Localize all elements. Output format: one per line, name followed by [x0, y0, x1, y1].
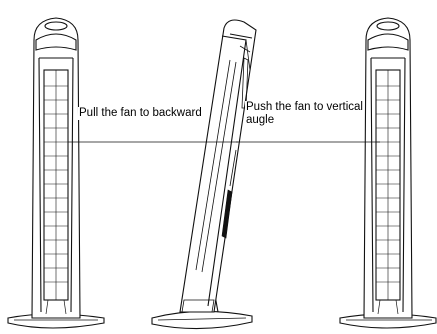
label-push-vertical-line1: Push the fan to vertical: [246, 101, 363, 113]
middle-tower-fan-tilted: [152, 20, 256, 329]
label-pull-backward: Pull the fan to backward: [78, 107, 203, 120]
left-tower-fan: [8, 18, 104, 328]
label-push-vertical: Push the fan to vertical augle: [245, 101, 364, 127]
right-tower-fan: [340, 18, 436, 328]
middle-fan-body: [180, 20, 256, 312]
label-push-vertical-line2: augle: [246, 114, 363, 127]
